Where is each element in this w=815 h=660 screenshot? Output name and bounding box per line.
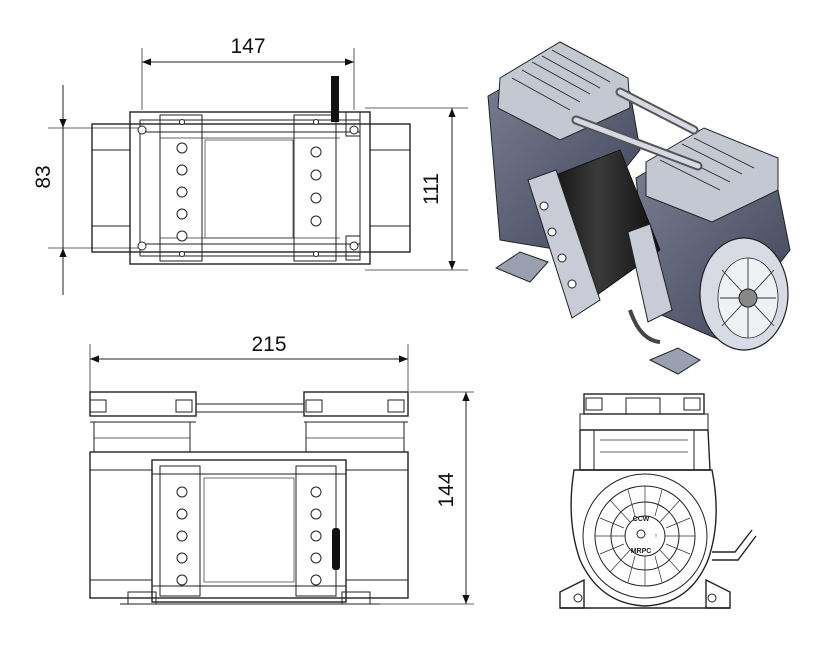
dimension-144: 144 [380, 391, 474, 605]
fan-label-arrow: ↑ [654, 533, 658, 540]
isometric-view [487, 41, 791, 375]
front-view: 215 144 [89, 333, 474, 605]
dim-text-83: 83 [32, 165, 55, 188]
side-view: CCW ↑ MRPC [559, 393, 757, 609]
dimension-83: 83 [32, 85, 140, 295]
dim-text-111: 111 [420, 173, 443, 205]
fan-label-mrpc: MRPC [631, 548, 652, 555]
dim-text-144: 144 [435, 472, 458, 507]
dimension-215: 215 [89, 333, 409, 398]
dimension-111: 111 [365, 107, 468, 271]
dim-text-147: 147 [230, 35, 265, 58]
dimension-147: 147 [141, 35, 355, 110]
top-view: 147 83 111 [32, 35, 468, 295]
fan-label-ccw: CCW [633, 516, 650, 523]
dim-text-215: 215 [251, 333, 286, 356]
